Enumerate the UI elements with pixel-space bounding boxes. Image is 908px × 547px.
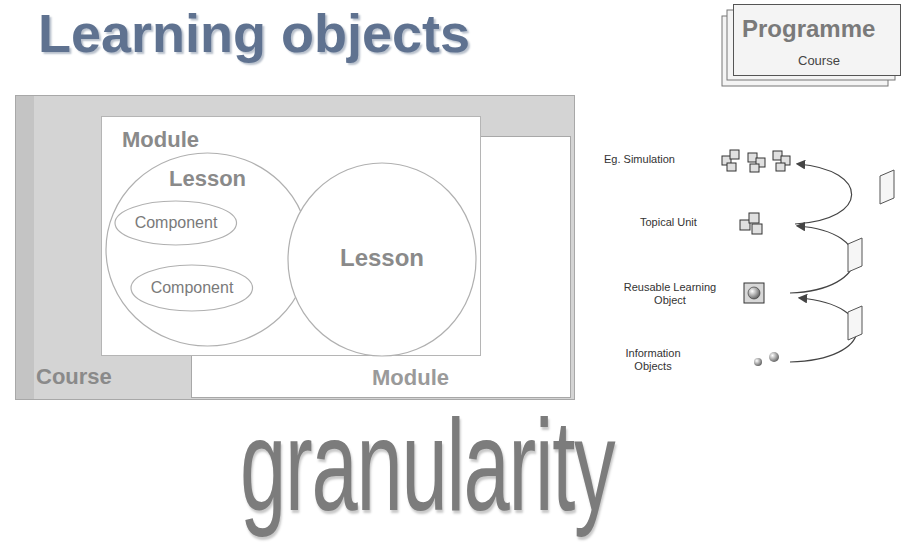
text-holder: Course [36, 364, 112, 389]
simulation-icon [722, 150, 790, 172]
node-heading: Course [36, 364, 112, 389]
topical-unit-icon [740, 213, 762, 234]
node-heading: Component [151, 279, 234, 296]
text-holder: Course [798, 51, 840, 69]
information-object-icon [754, 358, 762, 366]
node-heading: Module [372, 365, 449, 390]
learning-object-icon [744, 283, 764, 303]
node-heading: Module [122, 127, 199, 152]
text-holder: Component [114, 214, 238, 232]
granularity-word: granularity [240, 400, 614, 530]
level-label: Reusable Learning Object [622, 281, 718, 307]
node-heading: Lesson [340, 244, 424, 271]
title: Learning objects [38, 2, 470, 64]
course-panel: CourseModuleLessonComponentComponentLess… [15, 95, 575, 400]
component-circle: Component [114, 200, 238, 246]
node-heading: Lesson [169, 166, 246, 191]
text-holder: Lesson [105, 166, 310, 191]
level-label: Topical Unit [640, 216, 697, 228]
text-holder: Programme [742, 15, 875, 43]
programme-box: ProgrammeCourse [733, 4, 901, 76]
build-arrow [790, 164, 857, 362]
text-holder: Lesson [287, 244, 477, 272]
text-holder: Component [130, 279, 254, 297]
node-heading: Component [135, 214, 218, 231]
level-label: Eg. Simulation [604, 153, 675, 165]
text-holder: Module [372, 365, 449, 390]
component-circle: Component [130, 264, 254, 312]
text-holder: Module [122, 127, 199, 152]
lesson-circle: LessonComponentComponent [105, 152, 310, 347]
level-label: Information Objects [612, 347, 694, 373]
module-box: ModuleLessonComponentComponentLesson [101, 116, 481, 356]
door-icon [848, 170, 894, 340]
node-heading: Programme [742, 15, 875, 42]
information-object-icon [769, 352, 779, 362]
node-subtitle: Course [798, 53, 840, 68]
lesson-circle: Lesson [287, 162, 477, 357]
